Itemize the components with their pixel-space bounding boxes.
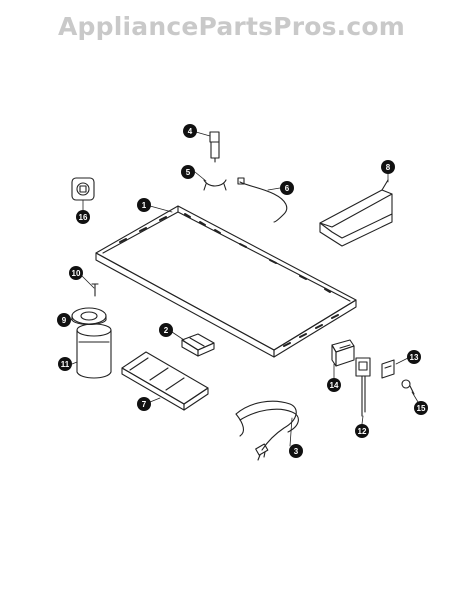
callout-11: 11 [58, 357, 72, 371]
callout-16: 16 [76, 210, 90, 224]
callout-15-label: 15 [417, 404, 426, 413]
callout-14-label: 14 [330, 381, 339, 390]
part-3-power-cord [235, 400, 299, 461]
part-16-receptacle [71, 177, 95, 201]
part-11-container [76, 323, 112, 379]
callout-12: 12 [355, 424, 369, 438]
leader-lines [70, 131, 419, 447]
callout-15: 15 [414, 401, 428, 415]
callout-4-label: 4 [188, 127, 193, 136]
callout-4: 4 [183, 124, 197, 138]
callout-1-label: 1 [142, 201, 147, 210]
callout-5: 5 [181, 165, 195, 179]
callout-10: 10 [69, 266, 83, 280]
callout-8-label: 8 [386, 163, 391, 172]
callout-10-label: 10 [72, 269, 81, 278]
callout-8: 8 [381, 160, 395, 174]
part-10-screw [91, 283, 99, 297]
callout-1: 1 [137, 198, 151, 212]
callout-7-label: 7 [142, 400, 147, 409]
part-4-fitting [209, 131, 220, 163]
callout-13: 13 [407, 350, 421, 364]
callout-7: 7 [137, 397, 151, 411]
part-5-clamp [203, 179, 227, 191]
callout-16-label: 16 [79, 213, 88, 222]
part-12-control [355, 357, 371, 417]
callout-12-label: 12 [358, 427, 367, 436]
part-14-switch [331, 339, 355, 367]
callout-13-label: 13 [410, 353, 419, 362]
part-8-bracket [319, 179, 393, 247]
callout-6: 6 [280, 181, 294, 195]
callout-14: 14 [327, 378, 341, 392]
callout-3-label: 3 [294, 447, 299, 456]
part-7-drip-tray [121, 351, 209, 411]
callout-3: 3 [289, 444, 303, 458]
part-2-terminal-block [181, 333, 215, 357]
part-1-chassis-tray [95, 205, 357, 358]
callout-5-label: 5 [186, 168, 191, 177]
callout-9-label: 9 [62, 316, 67, 325]
part-15-clip [401, 379, 415, 395]
part-9-cap [71, 307, 107, 326]
watermark-logo: AppliancePartsPros.com [57, 12, 406, 41]
part-6-wire-harness [237, 177, 288, 223]
part-13-plate [381, 359, 395, 379]
callout-9: 9 [57, 313, 71, 327]
callout-11-label: 11 [61, 360, 70, 369]
callout-2: 2 [159, 323, 173, 337]
callout-2-label: 2 [164, 326, 169, 335]
callout-6-label: 6 [285, 184, 290, 193]
